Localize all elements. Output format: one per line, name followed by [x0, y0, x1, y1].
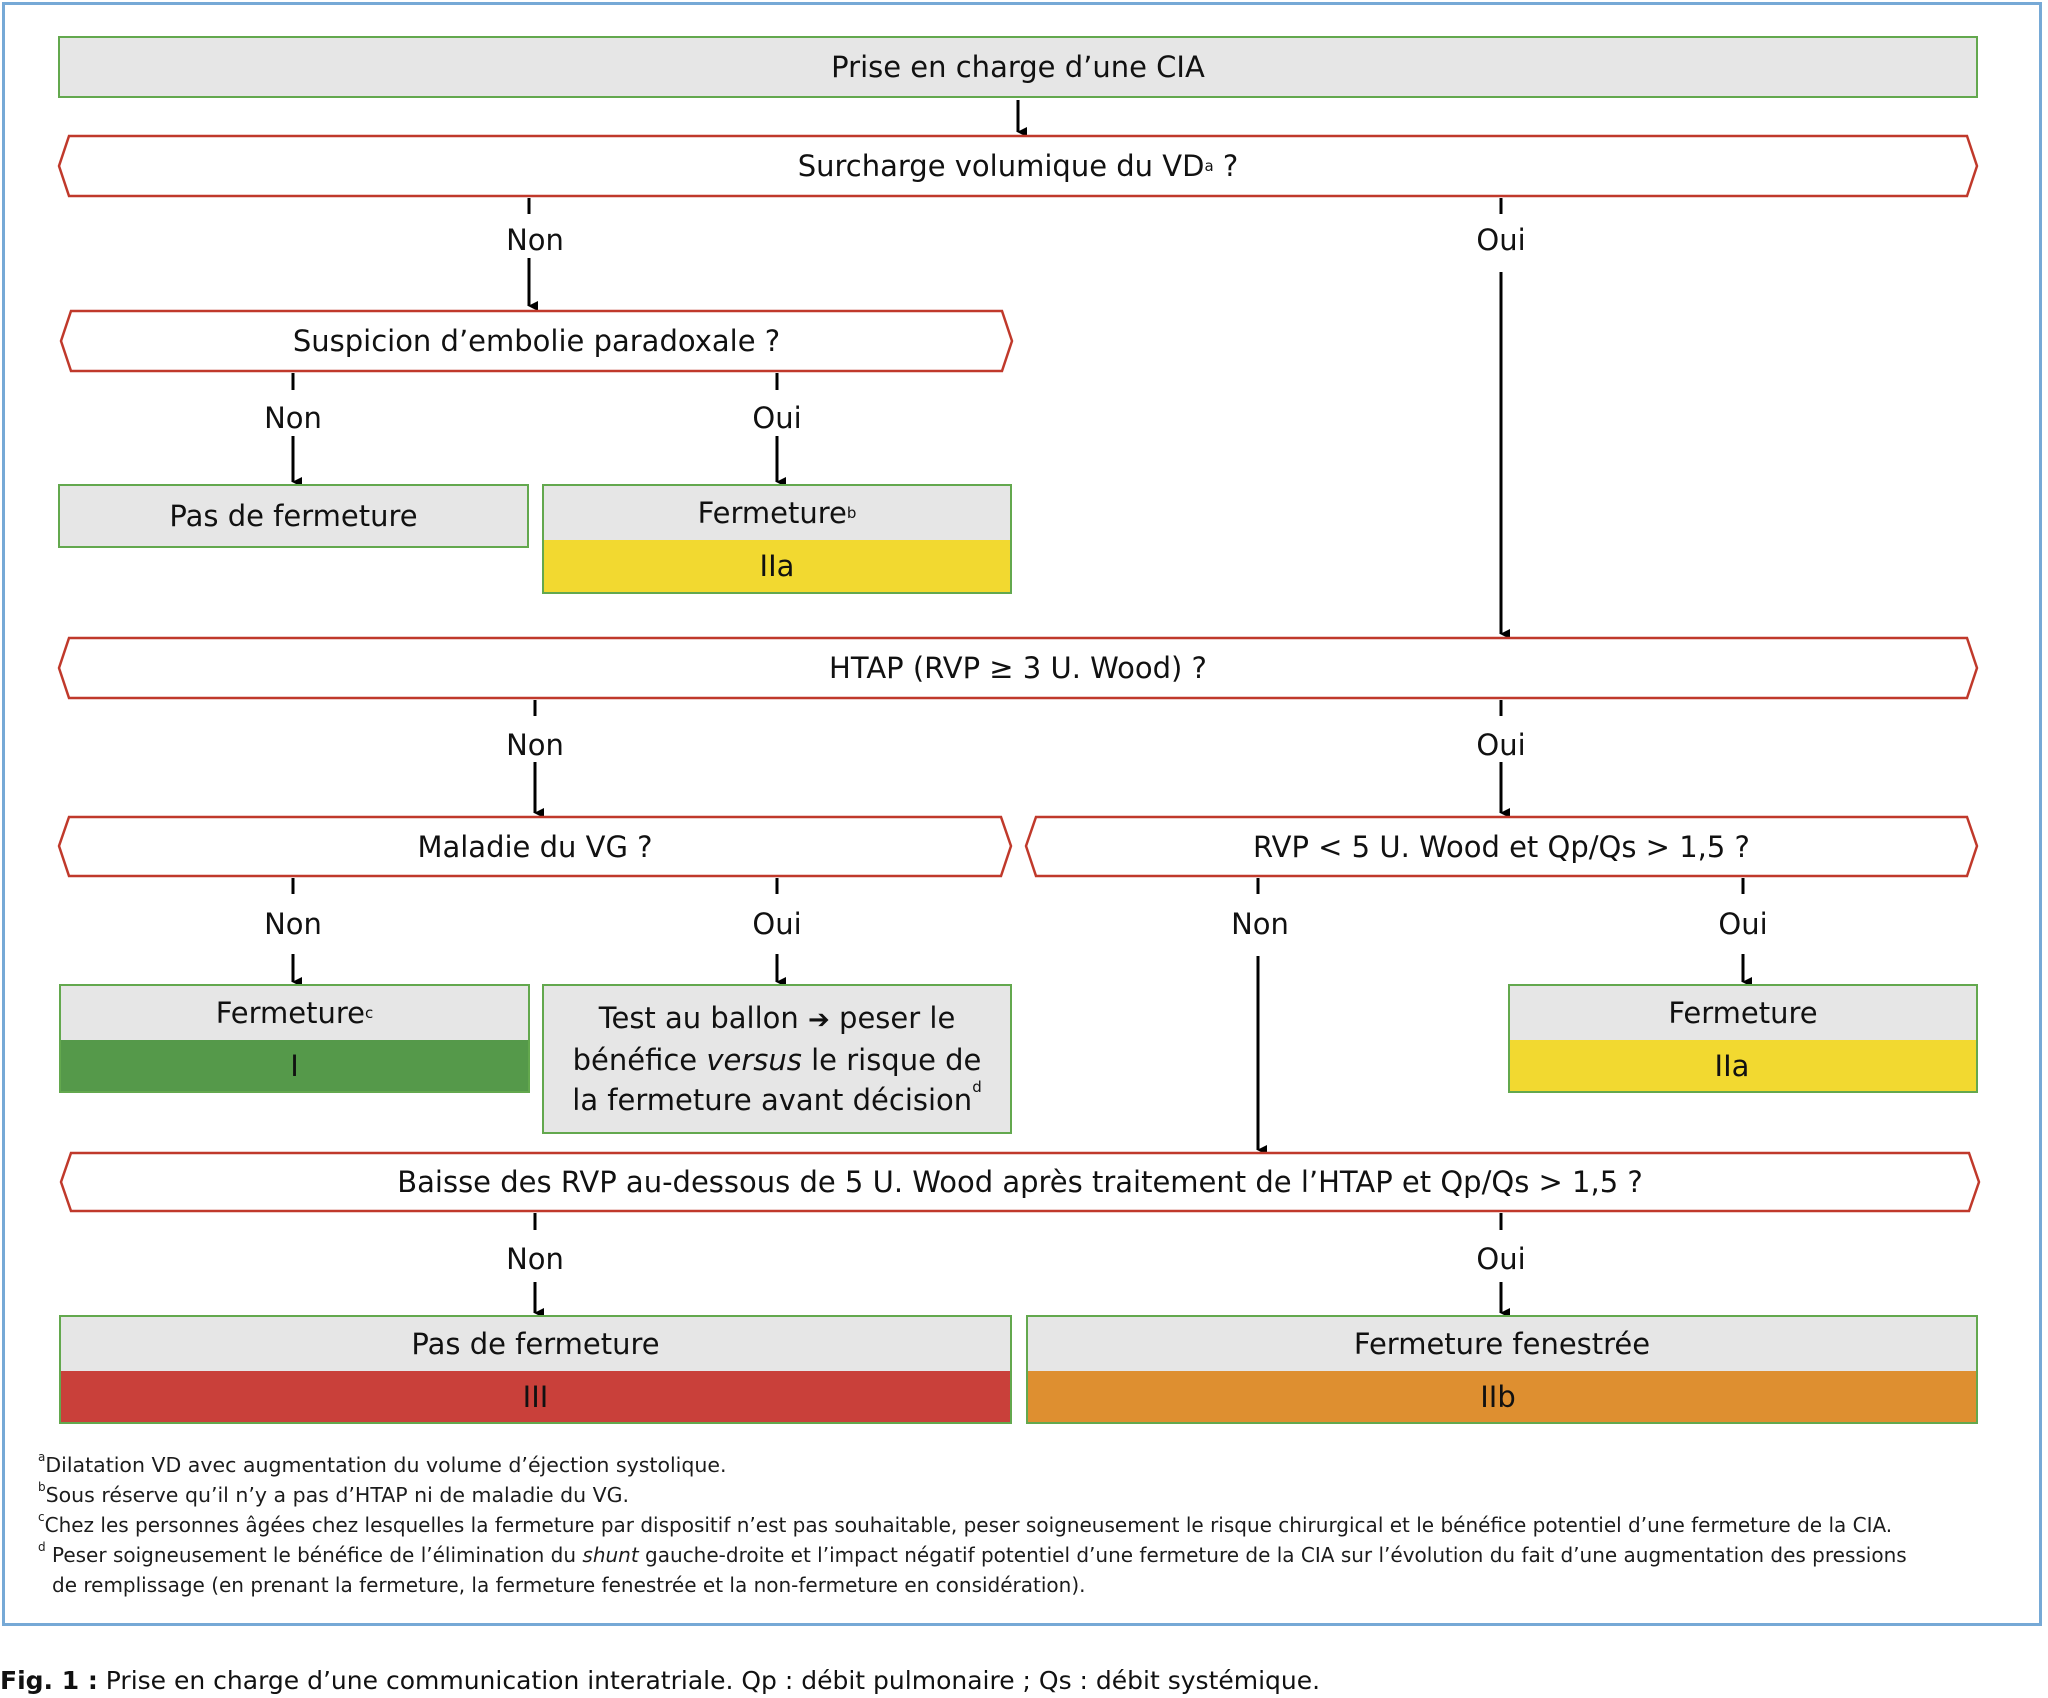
figure-frame [2, 2, 2042, 1626]
footnote-d-marker: d [38, 1540, 46, 1554]
test-ballon-text-1: Test au ballon [598, 1001, 799, 1035]
test-ballon-line2: bénéfice versus le risque de [573, 1040, 982, 1080]
footnote-d-text-3: de remplissage (en prenant la fermeture,… [52, 1573, 1086, 1597]
label-q2-non: Non [258, 401, 328, 435]
label-q5-oui: Oui [1712, 907, 1774, 941]
footnote-b-marker: b [38, 1480, 46, 1494]
test-ballon-text-2: peser le [839, 1001, 956, 1035]
footnote-ref-b: b [846, 503, 857, 522]
label-q5-non: Non [1225, 907, 1295, 941]
label-q2-oui: Oui [746, 401, 808, 435]
footnote-a-text: Dilatation VD avec augmentation du volum… [45, 1453, 727, 1477]
test-ballon-line1: Test au ballon ➔ peser le [599, 998, 956, 1040]
question-baisse-rvp: Baisse des RVP au-dessous de 5 U. Wood a… [59, 1151, 1981, 1213]
label-q6-non: Non [500, 1242, 570, 1276]
box-prise-en-charge-label: Prise en charge d’une CIA [831, 50, 1205, 84]
box-pas-de-fermeture-2-label: Pas de fermeture [411, 1327, 660, 1361]
footnote-d-line2: de remplissage (en prenant la fermeture,… [52, 1571, 1086, 1599]
footnote-b: bSous réserve qu’il n’y a pas d’HTAP ni … [38, 1481, 629, 1509]
test-ballon-text-3: bénéfice [572, 1043, 698, 1077]
box-fermeture-fenestree: Fermeture fenestrée IIb [1026, 1315, 1978, 1424]
footnote-d: d Peser soigneusement le bénéfice de l’é… [38, 1541, 1907, 1569]
footnote-ref-c: c [365, 1003, 374, 1022]
test-ballon-text-5: la fermeture avant décision [572, 1083, 973, 1117]
box-fermeture-2-label: Fermeture [1668, 996, 1818, 1030]
figure-caption-label: Fig. 1 : [0, 1666, 98, 1695]
grade-iii: III [61, 1371, 1010, 1422]
footnote-c: cChez les personnes âgées chez lesquelle… [38, 1511, 1892, 1539]
figure-caption: Fig. 1 : Prise en charge d’une communica… [0, 1666, 1320, 1695]
grade-iib: IIb [1028, 1371, 1976, 1422]
footnote-c-text: Chez les personnes âgées chez lesquelles… [44, 1513, 1893, 1537]
box-pas-de-fermeture-1-label: Pas de fermeture [169, 499, 418, 533]
label-q3-oui: Oui [1470, 728, 1532, 762]
label-q4-oui: Oui [746, 907, 808, 941]
label-q1-oui: Oui [1470, 223, 1532, 257]
right-arrow-icon: ➔ [808, 1005, 830, 1035]
question-htap: HTAP (RVP ≥ 3 U. Wood) ? [57, 636, 1979, 700]
footnote-ref-d: d [972, 1078, 982, 1096]
question-baisse-rvp-label: Baisse des RVP au-dessous de 5 U. Wood a… [397, 1165, 1643, 1199]
question-surcharge-vd-label: Surcharge volumique du VD [797, 149, 1205, 183]
question-embolie-paradoxale: Suspicion d’embolie paradoxale ? [59, 309, 1014, 373]
box-pas-de-fermeture-2: Pas de fermeture III [59, 1315, 1012, 1424]
question-rvp-qpqs-label: RVP < 5 U. Wood et Qp/Qs > 1,5 ? [1253, 829, 1750, 864]
grade-iia-2: IIa [1510, 1040, 1976, 1091]
question-embolie-paradoxale-label: Suspicion d’embolie paradoxale ? [292, 324, 781, 358]
label-q1-non: Non [500, 223, 570, 257]
footnote-b-text: Sous réserve qu’il n’y a pas d’HTAP ni d… [45, 1483, 630, 1507]
box-test-ballon: Test au ballon ➔ peser le bénéfice versu… [542, 984, 1012, 1134]
question-maladie-vg: Maladie du VG ? [57, 815, 1013, 878]
footnote-a: aDilatation VD avec augmentation du volu… [38, 1451, 727, 1479]
footnote-d-text-1: Peser soigneusement le bénéfice de l’éli… [45, 1543, 583, 1567]
figure-caption-text: Prise en charge d’une communication inte… [97, 1666, 1321, 1695]
footnote-c-marker: c [38, 1510, 45, 1524]
question-htap-label: HTAP (RVP ≥ 3 U. Wood) ? [829, 651, 1207, 685]
grade-iia-1: IIa [544, 540, 1010, 592]
footnote-a-marker: a [38, 1450, 46, 1464]
box-prise-en-charge: Prise en charge d’une CIA [58, 36, 1978, 98]
question-rvp-qpqs: RVP < 5 U. Wood et Qp/Qs > 1,5 ? [1024, 815, 1979, 878]
test-ballon-text-4: le risque de [811, 1043, 982, 1077]
question-maladie-vg-label: Maladie du VG ? [417, 829, 653, 864]
box-fermeture-fenestree-label: Fermeture fenestrée [1353, 1327, 1651, 1361]
box-pas-de-fermeture-1: Pas de fermeture [58, 484, 529, 548]
question-surcharge-vd-mark: ? [1213, 149, 1239, 183]
box-fermeture-2: Fermeture IIa [1508, 984, 1978, 1093]
label-q6-oui: Oui [1470, 1242, 1532, 1276]
label-q3-non: Non [500, 728, 570, 762]
box-fermeture-b-label: Fermeture [697, 496, 847, 530]
footnote-d-shunt: shunt [582, 1543, 639, 1567]
footnote-d-text-2: gauche-droite et l’impact négatif potent… [638, 1543, 1907, 1567]
grade-i: I [61, 1040, 528, 1091]
label-q4-non: Non [258, 907, 328, 941]
test-ballon-versus: versus [706, 1043, 802, 1077]
footnote-ref-a: a [1204, 156, 1214, 175]
box-fermeture-c-label: Fermeture [215, 996, 366, 1030]
test-ballon-line3: la fermeture avant décisiond [572, 1080, 981, 1120]
